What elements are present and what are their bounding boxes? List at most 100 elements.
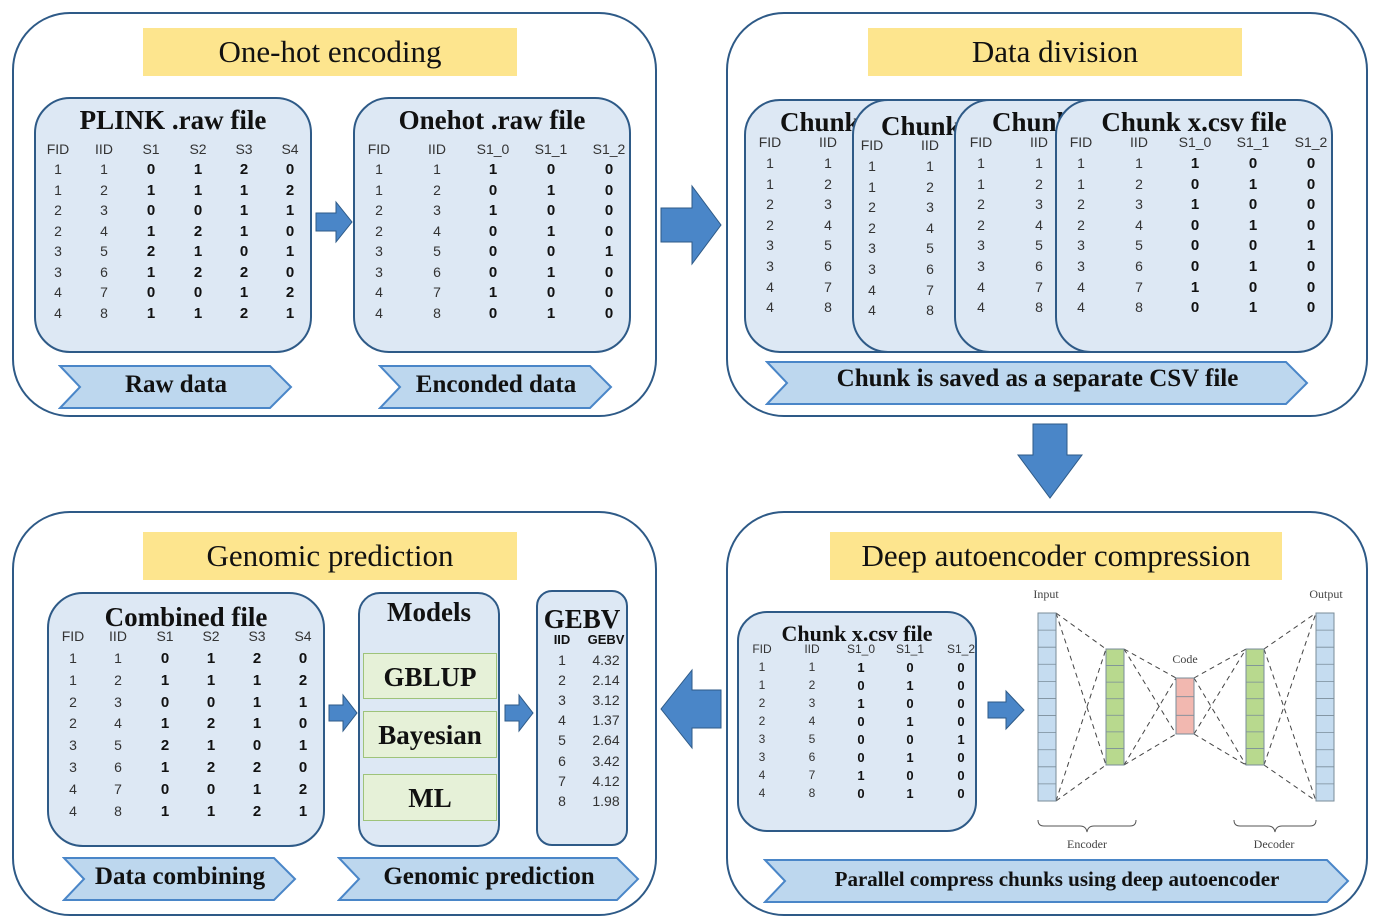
table-cell: 1 xyxy=(160,802,170,820)
arrow-right-plink-to-onehot xyxy=(315,200,353,244)
table-cell: 7 xyxy=(1035,278,1043,295)
table-cell: 4 xyxy=(868,302,876,319)
table-cell: 0 xyxy=(857,732,865,747)
table-cell: 0 xyxy=(285,222,295,240)
arrow-left-to-genomic xyxy=(660,668,722,750)
table-cell: 1 xyxy=(488,284,498,301)
table-cell: 0 xyxy=(1306,258,1316,275)
table-cell: 0 xyxy=(1248,155,1258,172)
banner-chunk-saved: Chunk is saved as a separate CSV file xyxy=(765,360,1310,406)
table-header-cell: S1_2 xyxy=(1294,134,1328,151)
table-cell: 0 xyxy=(488,222,498,240)
banner-data-combining: Data combining xyxy=(62,856,298,902)
table-cell: 0 xyxy=(1306,175,1316,193)
table-cell: 3.12 xyxy=(592,692,620,709)
combined-table-title: Combined file xyxy=(104,602,268,632)
table-cell: 2 xyxy=(1035,175,1043,192)
table-cell: 7 xyxy=(114,780,122,797)
table-header-cell: S3 xyxy=(235,140,253,157)
table-cell: 0 xyxy=(488,263,498,281)
table-cell: 3 xyxy=(375,263,383,280)
table-cell: 1 xyxy=(1035,155,1043,171)
table-cell: 2 xyxy=(252,650,262,667)
table-cell: 4 xyxy=(69,802,77,819)
table-header-cell: S1_0 xyxy=(476,140,510,157)
table-cell: 1 xyxy=(546,304,556,322)
panel-title-genomic: Genomic prediction xyxy=(143,532,517,580)
table-cell: 8 xyxy=(1135,299,1143,316)
table-cell: 1 xyxy=(766,175,774,192)
table-cell: 1 xyxy=(285,243,295,260)
table-header-cell: IID xyxy=(109,628,127,645)
table-cell: 2 xyxy=(758,714,766,728)
table-cell: 2 xyxy=(69,693,77,710)
table-cell: 3 xyxy=(868,261,876,277)
table-cell: 0 xyxy=(1190,175,1200,193)
table-cell: 1 xyxy=(239,284,249,301)
arrow-right-models-to-gebv xyxy=(504,693,534,733)
table-cell: 0 xyxy=(546,202,556,219)
table-cell: 0 xyxy=(206,693,216,711)
table-cell: 1 xyxy=(160,715,170,733)
table-cell: 2 xyxy=(285,284,295,301)
table-cell: 1 xyxy=(906,750,914,765)
table-cell: 2 xyxy=(558,672,566,689)
table-cell: 4 xyxy=(433,222,441,239)
table-cell: 1.37 xyxy=(592,712,620,729)
table-header-cell: IID xyxy=(95,140,113,157)
table-cell: 2 xyxy=(1135,175,1143,192)
table-cell: 0 xyxy=(488,181,498,199)
gebv-title: GEBV xyxy=(543,604,621,634)
table-cell: 3 xyxy=(1035,196,1043,213)
table-cell: 0 xyxy=(1190,258,1200,275)
table-cell: 2 xyxy=(193,263,203,281)
ae-input-layer xyxy=(1037,612,1057,802)
table-cell: 1 xyxy=(54,161,62,177)
table-header-cell: S1_1 xyxy=(534,140,568,157)
table-cell: 0 xyxy=(1306,196,1316,214)
table-cell: 4 xyxy=(868,281,876,298)
table-cell: 0 xyxy=(1248,278,1258,296)
table-cell: 3 xyxy=(868,240,876,257)
table-cell: 2 xyxy=(868,199,876,216)
table-cell: 0 xyxy=(193,284,203,301)
table-cell: 3 xyxy=(1077,237,1085,254)
table-cell: 3 xyxy=(54,243,62,259)
table-cell: 2 xyxy=(206,715,216,733)
table-cell: 1 xyxy=(239,202,249,219)
table-cell: 0 xyxy=(604,284,614,301)
table-cell: 0 xyxy=(857,750,865,765)
table-cell: 2 xyxy=(868,219,876,236)
table-cell: 5 xyxy=(1035,237,1043,254)
table-cell: 1 xyxy=(193,161,203,178)
table-header-cell: IID xyxy=(553,631,571,647)
table-cell: 1 xyxy=(546,222,556,240)
table-cell: 0 xyxy=(252,737,262,755)
table-cell: 1 xyxy=(206,671,216,689)
table-cell: 3 xyxy=(977,237,985,254)
table-cell: 2 xyxy=(1077,196,1085,213)
table-cell: 4 xyxy=(375,284,383,300)
table-header-cell: IID xyxy=(1130,134,1148,151)
table-cell: 1 xyxy=(868,158,876,174)
table-cell: 1 xyxy=(824,155,832,171)
table-cell: 8 xyxy=(114,802,122,819)
table-cell: 0 xyxy=(1306,299,1316,317)
table-cell: 0 xyxy=(906,732,914,747)
table-cell: 2 xyxy=(375,222,383,239)
table-cell: 0 xyxy=(857,786,865,801)
table-cell: 1 xyxy=(926,158,934,174)
table-header-cell: IID xyxy=(1030,134,1048,151)
table-cell: 1 xyxy=(857,660,865,675)
table-cell: 1 xyxy=(546,181,556,199)
table-cell: 3 xyxy=(114,693,122,710)
table-cell: 5 xyxy=(824,237,832,254)
table-cell: 1 xyxy=(604,243,614,260)
table-cell: 2 xyxy=(160,737,170,755)
table-cell: 1 xyxy=(193,304,203,322)
table-cell: 2 xyxy=(375,202,383,218)
table-cell: 1 xyxy=(766,155,774,171)
model-bayesian: Bayesian xyxy=(363,711,497,758)
table-cell: 0 xyxy=(604,161,614,178)
